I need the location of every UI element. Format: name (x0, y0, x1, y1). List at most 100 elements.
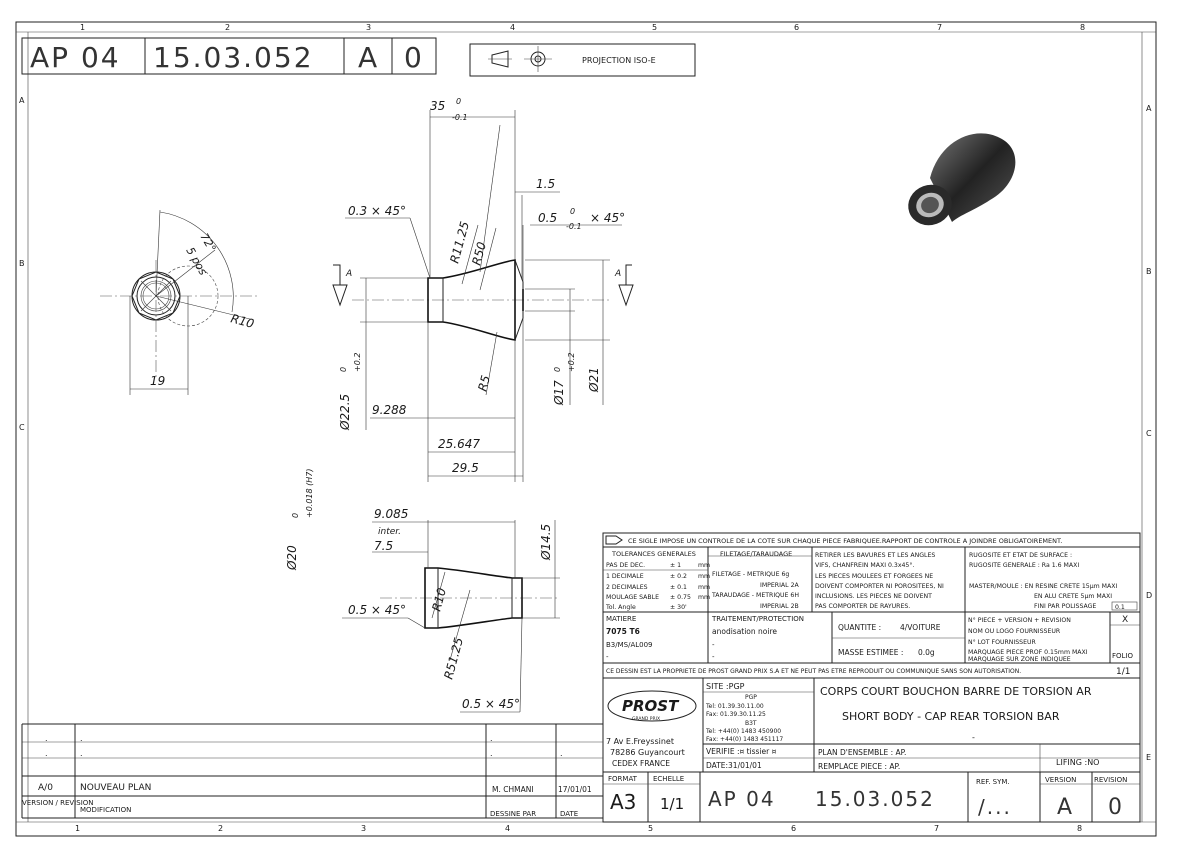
svg-text:+0.2: +0.2 (353, 353, 362, 372)
svg-text:RUGOSITE GENERALE : Ra 1.6 MAX: RUGOSITE GENERALE : Ra 1.6 MAXI (969, 562, 1079, 569)
svg-text:DOIVENT COMPORTER NI POROSITEE: DOIVENT COMPORTER NI POROSITEES, NI (815, 583, 944, 590)
svg-text:Fax: 01.39.30.11.25: Fax: 01.39.30.11.25 (706, 711, 766, 718)
svg-text:NOM OU LOGO FOURNISSEUR: NOM OU LOGO FOURNISSEUR (968, 628, 1061, 635)
prost-logo: PROST GRAND PRIX (607, 690, 697, 722)
revision-table (21, 723, 603, 819)
svg-text:Ø21: Ø21 (587, 367, 601, 393)
svg-text:DESSINE PAR: DESSINE PAR (490, 810, 536, 818)
svg-text:Ø14.5: Ø14.5 (539, 524, 553, 561)
svg-text:mm: mm (698, 594, 710, 601)
svg-text:mm: mm (698, 562, 710, 569)
svg-text:2 DECIMALES: 2 DECIMALES (606, 584, 648, 591)
svg-text:0.1: 0.1 (1115, 604, 1125, 611)
svg-text:25.647: 25.647 (438, 437, 480, 451)
svg-text:2: 2 (218, 824, 223, 833)
svg-text:0: 0 (1108, 795, 1124, 820)
svg-text:LIFING :NO: LIFING :NO (1056, 758, 1099, 767)
svg-text:78286 Guyancourt: 78286 Guyancourt (610, 748, 685, 757)
svg-text:8: 8 (1077, 824, 1082, 833)
svg-text:LES PIECES MOULEES ET FORGEES: LES PIECES MOULEES ET FORGEES NE (815, 573, 933, 580)
svg-text:.: . (45, 734, 48, 743)
svg-text:3: 3 (361, 824, 366, 833)
grid-right: A B C D E (1146, 104, 1152, 762)
svg-text:17/01/01: 17/01/01 (558, 785, 592, 794)
svg-text:FILETAGE/TARAUDAGE: FILETAGE/TARAUDAGE (720, 550, 792, 558)
svg-text:7: 7 (934, 824, 939, 833)
svg-text:M. CHMANI: M. CHMANI (492, 785, 534, 794)
svg-text:X: X (1122, 615, 1128, 625)
svg-text:RUGOSITE ET ETAT DE SURFACE :: RUGOSITE ET ETAT DE SURFACE : (969, 552, 1072, 559)
svg-text:0: 0 (570, 207, 575, 216)
svg-text:MODIFICATION: MODIFICATION (80, 806, 131, 814)
svg-text:B3/MS/AL009: B3/MS/AL009 (606, 641, 653, 649)
svg-text:2: 2 (225, 23, 230, 32)
svg-text:MARQUAGE SUR ZONE INDIQUEE: MARQUAGE SUR ZONE INDIQUEE (968, 656, 1071, 663)
svg-text:7: 7 (937, 23, 942, 32)
svg-text:Tel: +44(0) 1483 450900: Tel: +44(0) 1483 450900 (705, 728, 781, 735)
part-3d-render (908, 133, 1016, 226)
svg-text:-: - (972, 733, 975, 742)
svg-text:D: D (1146, 591, 1152, 600)
svg-text:TARAUDAGE - METRIQUE 6H: TARAUDAGE - METRIQUE 6H (711, 592, 799, 599)
svg-text:-: - (712, 653, 715, 661)
svg-text:1: 1 (80, 23, 85, 32)
svg-text:anodisation noire: anodisation noire (712, 627, 777, 636)
svg-text:PAS DE DEC.: PAS DE DEC. (606, 562, 645, 569)
svg-text:MATIERE: MATIERE (606, 615, 636, 623)
svg-text:CORPS COURT BOUCHON BARRE DE T: CORPS COURT BOUCHON BARRE DE TORSION AR (820, 685, 1092, 698)
svg-text:MASTER/MOULE : EN RESINE CRETE: MASTER/MOULE : EN RESINE CRETE 15µm MAXI (969, 583, 1117, 590)
svg-text:4: 4 (510, 23, 515, 32)
svg-text:R51.25: R51.25 (441, 636, 466, 681)
svg-text:REVISION: REVISION (1094, 776, 1127, 784)
svg-text:EN ALU CRETE 5µm MAXI: EN ALU CRETE 5µm MAXI (1034, 593, 1112, 600)
grid-bottom: 1 2 3 4 5 6 7 8 (75, 824, 1082, 833)
svg-text:FORMAT: FORMAT (608, 775, 638, 783)
svg-text:-0.1: -0.1 (566, 222, 582, 231)
svg-text:0: 0 (404, 41, 424, 74)
svg-text:DATE:31/01/01: DATE:31/01/01 (706, 761, 762, 770)
svg-text:mm: mm (698, 584, 710, 591)
svg-text:1 DECIMALE: 1 DECIMALE (606, 573, 644, 580)
svg-text:VERSION / REVISION: VERSION / REVISION (22, 799, 94, 807)
svg-text:-0.1: -0.1 (452, 113, 468, 122)
svg-text:A3: A3 (610, 790, 636, 814)
svg-text:-: - (606, 653, 609, 661)
svg-text:VERSION: VERSION (1045, 776, 1076, 784)
grid-top: 1 2 3 4 5 6 7 8 (80, 23, 1085, 32)
svg-text:7 Av E.Freyssinet: 7 Av E.Freyssinet (606, 737, 674, 746)
svg-text:0.3 × 45°: 0.3 × 45° (348, 204, 406, 218)
svg-text:A: A (345, 269, 352, 279)
svg-text:3: 3 (366, 23, 371, 32)
svg-text:± 1: ± 1 (670, 562, 681, 569)
svg-text:.: . (560, 749, 563, 758)
svg-text:A/0: A/0 (38, 783, 53, 793)
svg-text:.: . (80, 749, 83, 758)
svg-text:Fax: +44(0) 1483 451117: Fax: +44(0) 1483 451117 (706, 736, 783, 743)
section-view (342, 520, 560, 713)
svg-text:N° LOT FOURNISSEUR: N° LOT FOURNISSEUR (968, 638, 1037, 646)
svg-text:6: 6 (794, 23, 799, 32)
svg-text:N° PIECE + VERSION + REVISION: N° PIECE + VERSION + REVISION (968, 616, 1071, 624)
svg-text:AP 04: AP 04 (30, 41, 121, 74)
svg-text:MASSE ESTIMEE :: MASSE ESTIMEE : (838, 648, 903, 657)
svg-text:19: 19 (150, 374, 165, 388)
svg-text:B: B (19, 259, 25, 268)
svg-text:E: E (1146, 753, 1151, 762)
svg-text:15.03.052: 15.03.052 (153, 41, 314, 74)
svg-text:1/1: 1/1 (660, 795, 684, 813)
svg-text:REMPLACE PIECE : AP.: REMPLACE PIECE : AP. (818, 762, 900, 771)
grid-left: A B C (19, 96, 25, 432)
svg-text:NOUVEAU PLAN: NOUVEAU PLAN (80, 783, 151, 793)
svg-text:SITE :PGP: SITE :PGP (706, 682, 745, 691)
svg-text:Tel: 01.39.30.11.00: Tel: 01.39.30.11.00 (705, 703, 764, 710)
svg-text:TRAITEMENT/PROTECTION: TRAITEMENT/PROTECTION (711, 615, 804, 623)
svg-text:PROST: PROST (622, 697, 680, 715)
svg-text:29.5: 29.5 (452, 461, 479, 475)
svg-text:8: 8 (1080, 23, 1085, 32)
svg-text:1: 1 (75, 824, 80, 833)
svg-text:Ø20: Ø20 (285, 545, 299, 571)
svg-text:0: 0 (339, 367, 348, 372)
svg-text:4: 4 (505, 824, 510, 833)
svg-text:VIFS, CHANFREIN MAXI 0.3x45°.: VIFS, CHANFREIN MAXI 0.3x45°. (815, 561, 914, 569)
svg-text:FOLIO: FOLIO (1112, 652, 1134, 660)
